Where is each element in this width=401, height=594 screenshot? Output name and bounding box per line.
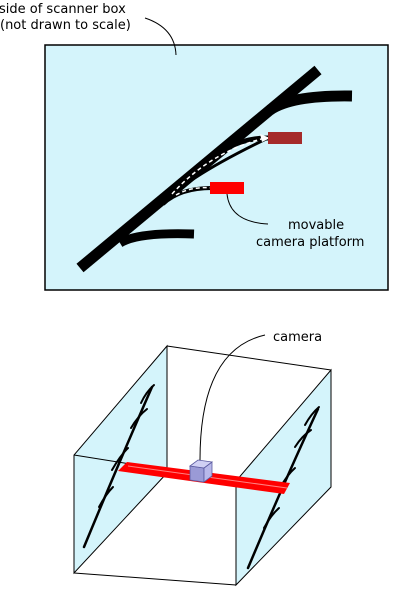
camera-cube bbox=[188, 459, 214, 483]
box-side-leader-line bbox=[144, 17, 177, 56]
box-side-label-line2: (not drawn to scale) bbox=[0, 18, 131, 33]
platform-label-line1: movable bbox=[288, 218, 344, 233]
camera-platform-upper bbox=[268, 132, 302, 144]
camera-leader-line bbox=[199, 334, 266, 461]
right-side-panel bbox=[235, 368, 332, 587]
left-panel-tracks bbox=[82, 384, 155, 549]
platform-path-arrowhead bbox=[260, 134, 270, 142]
scanner-box-3d-view: camera bbox=[73, 330, 332, 587]
bottom-branch-track bbox=[117, 229, 195, 247]
camera-label: camera bbox=[273, 330, 322, 345]
box-back-top-edge bbox=[166, 345, 332, 371]
platform-leader-line bbox=[226, 193, 269, 225]
platform-path-dashed bbox=[171, 137, 266, 195]
platform-label-line2: camera platform bbox=[256, 235, 364, 250]
scanner-box-side-view: side of scanner box (not drawn to scale)… bbox=[0, 2, 389, 291]
platform-path-dashed-lower bbox=[175, 186, 213, 196]
camera-platform-lower bbox=[210, 182, 244, 194]
box-front-bottom-edge bbox=[73, 572, 237, 586]
box-side-label-line1: side of scanner box bbox=[0, 2, 126, 17]
upper-branch-track bbox=[266, 90, 353, 115]
